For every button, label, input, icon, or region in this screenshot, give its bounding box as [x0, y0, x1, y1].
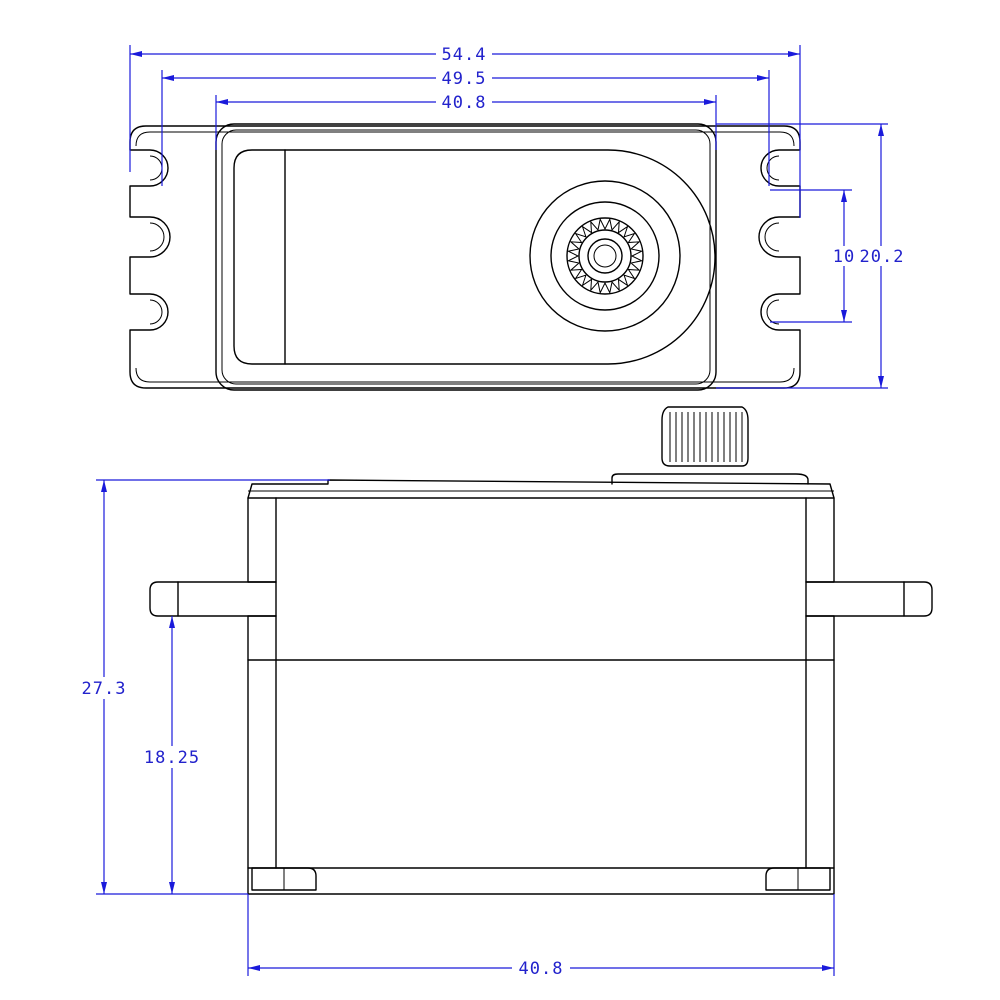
output-shaft-hole: [587, 238, 623, 274]
output-spline-outer: [566, 217, 644, 295]
top-view-flange-inner: [135, 131, 795, 383]
dimension-top-height: 20.2: [860, 124, 905, 388]
dimension-label-top-mount-holes: 49.5: [442, 69, 487, 89]
dimension-label-top-height: 20.2: [860, 247, 905, 267]
side-view-boss: [611, 473, 809, 485]
top-view-body: [215, 123, 717, 391]
dimension-label-side-height: 27.3: [82, 679, 127, 699]
output-spline-inner: [578, 229, 632, 283]
side-view-left-ear: [149, 581, 277, 617]
dimension-label-side-mount-height: 18.25: [144, 748, 200, 768]
output-ring-outer: [529, 180, 681, 332]
side-view-right-ear: [805, 581, 933, 617]
top-view-flange-outline: [129, 125, 801, 389]
side-view-left-foot: [251, 867, 317, 891]
side-view-spline: [661, 406, 749, 467]
dimension-top-mount-holes: 49.5: [162, 68, 769, 89]
top-view: [129, 123, 801, 391]
dimension-top-overall: 54.4: [130, 44, 800, 65]
side-view-body: [247, 497, 835, 895]
output-shaft-center: [593, 244, 617, 268]
dimension-label-top-overall: 54.4: [442, 45, 487, 65]
top-view-slot-inner: [149, 155, 780, 325]
output-ring-middle: [550, 201, 660, 311]
top-view-body-inner: [221, 129, 711, 385]
dimension-hole-pitch: 10: [830, 190, 858, 322]
dimension-top-body: 40.8: [216, 92, 716, 113]
side-view-top-cover: [247, 479, 835, 499]
top-view-panel: [233, 149, 716, 365]
dimension-label-side-width: 40.8: [519, 959, 564, 979]
side-view-right-foot: [765, 867, 831, 891]
dimensions: 54.4 49.5 40.8 10: [78, 44, 904, 979]
dimension-side-mount-height: 18.25: [140, 616, 204, 894]
dimension-label-top-body: 40.8: [442, 93, 487, 113]
output-spline-teeth: [566, 217, 644, 295]
dimension-side-width: 40.8: [248, 958, 834, 979]
dimension-label-hole-pitch: 10: [833, 247, 855, 267]
dimension-side-height: 27.3: [78, 480, 130, 894]
